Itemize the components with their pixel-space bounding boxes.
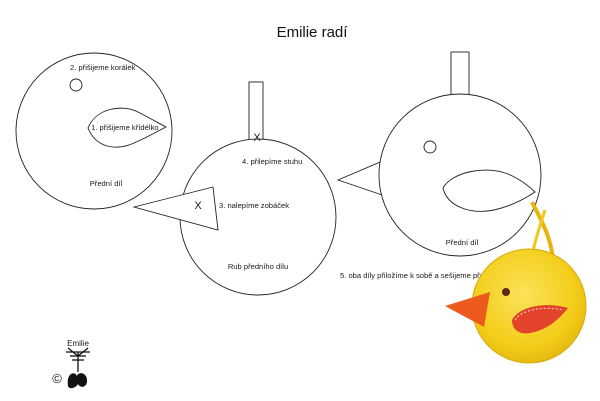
step2-label: 2. přišijeme korálek: [70, 63, 136, 72]
front-piece-left-outline: [15, 52, 173, 210]
emilie-logo: Emilie ©: [52, 339, 90, 389]
beak-triangle: [132, 186, 219, 231]
felt-body: [471, 248, 587, 364]
logo-name: Emilie: [67, 339, 89, 348]
beak-glue-mark: X: [194, 200, 202, 212]
wing-outline-right: [442, 169, 536, 212]
finished-bird-photo: [445, 201, 587, 364]
bead-marker: [69, 78, 83, 92]
page-title: Emilie radí: [277, 24, 349, 41]
step5-label: 5. oba díly přiložíme k sobě a sešijeme …: [340, 271, 530, 280]
felt-beak: [445, 292, 490, 327]
step3-label: 3. nalepíme zobáček: [219, 201, 289, 210]
ribbon-glue-mark: X: [253, 132, 261, 144]
part-label-front-left: Přední díl: [90, 179, 123, 188]
wing-outline-left: [87, 107, 168, 148]
step4-label: 4. přilepíme stuhu: [242, 157, 302, 166]
step1-label: 1. přišijeme křídélko: [91, 123, 159, 132]
logo-tree-icon: [66, 347, 90, 372]
front-piece-right: Přední díl: [336, 51, 542, 257]
logo-heart-icon: [67, 373, 88, 389]
back-piece-middle: X X 4. přilepíme stuhu 3. nalepíme zobáč…: [132, 81, 337, 296]
part-label-back: Rub předního dílu: [228, 262, 288, 271]
front-piece-left: 2. přišijeme korálek 1. přišijeme křídél…: [15, 52, 173, 210]
copyright-symbol: ©: [52, 371, 62, 386]
bead-eye: [502, 288, 510, 296]
bead-marker-right: [423, 140, 437, 154]
part-label-front-right: Přední díl: [446, 238, 479, 247]
